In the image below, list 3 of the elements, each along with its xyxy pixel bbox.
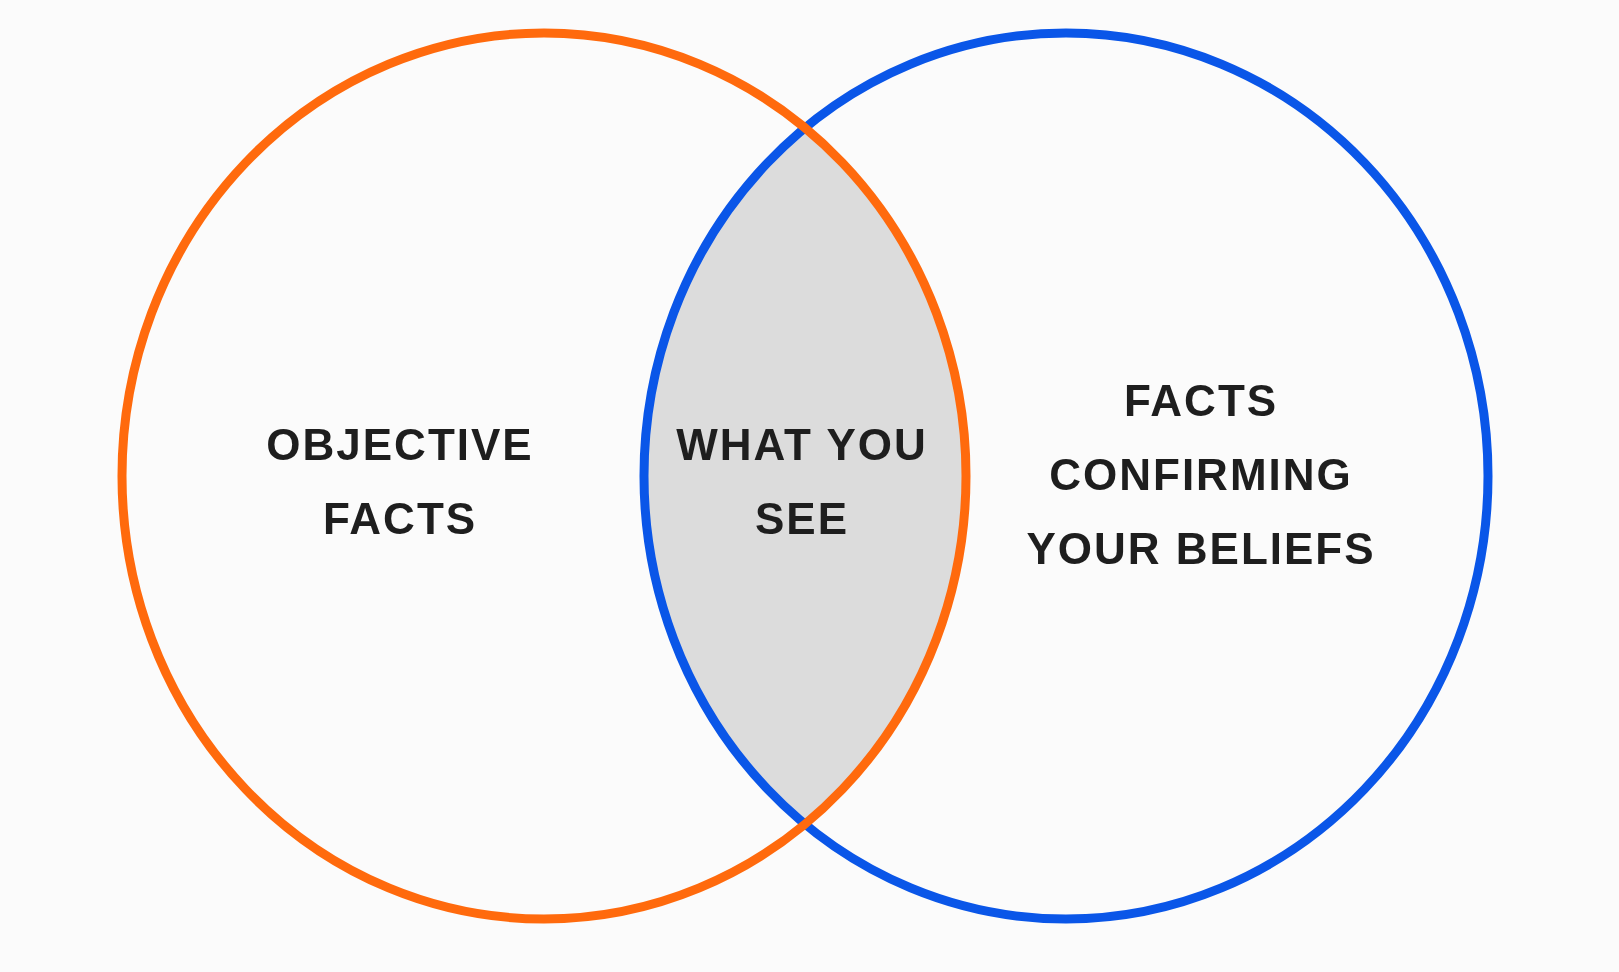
- region-label: OBJECTIVE FACTS: [265, 419, 535, 545]
- region-label: WHAT YOU SEE: [675, 419, 929, 545]
- region-label: FACTS CONFIRMING YOUR BELIEFS: [1025, 375, 1377, 575]
